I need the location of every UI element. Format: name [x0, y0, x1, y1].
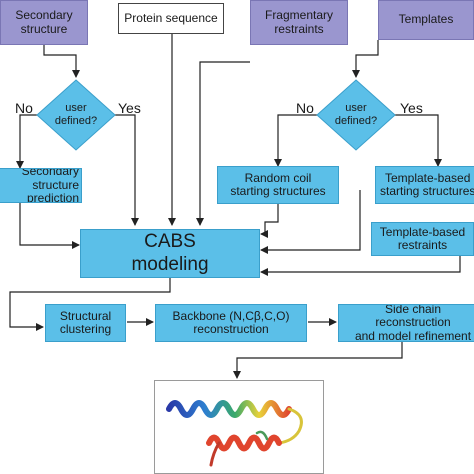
protein-sequence-box: Protein sequence: [118, 3, 224, 34]
edge-sidechain-to-model: [233, 342, 403, 379]
decision-left-label: user defined?: [54, 102, 98, 127]
ss-prediction-box: Secondary structure prediction: [0, 168, 82, 203]
random-coil-box: Random coil starting structures: [217, 166, 339, 204]
decision-right-yes-label: Yes: [400, 100, 423, 116]
decision-right-no-label: No: [296, 100, 314, 116]
secondary-structure-box: Secondary structure: [0, 0, 88, 45]
cabs-modeling-box: CABS modeling: [80, 229, 260, 278]
edge-right-yes: [395, 114, 442, 167]
edge-templates-to-decision: [352, 40, 379, 78]
templates-box: Templates: [378, 0, 474, 40]
edge-cabs-to-clustering: [9, 278, 171, 331]
edge-fragmentary-to-cabs: [196, 61, 250, 226]
protein-model-image: [154, 380, 324, 474]
edge-left-no: [16, 114, 37, 169]
helix-model-icon: [166, 400, 303, 467]
edge-templaterestraints-to-cabs: [260, 256, 461, 276]
edge-templatestart-to-cabs: [260, 190, 361, 254]
edge-randomcoil-to-cabs: [260, 204, 279, 238]
template-based-restraints-box: Template-based restraints: [371, 222, 474, 256]
decision-diamond-right: [316, 79, 396, 151]
edge-ssprediction-to-cabs: [19, 203, 80, 249]
edge-secondary-to-decision: [43, 45, 80, 78]
edge-right-no: [274, 114, 317, 167]
backbone-reconstruction-box: Backbone (N,Cβ,C,O) reconstruction: [155, 304, 307, 342]
fragmentary-restraints-box: Fragmentary restraints: [250, 0, 348, 45]
template-based-starting-box: Template-based starting structures: [375, 166, 474, 204]
decision-right-label: user defined?: [334, 102, 378, 127]
edge-left-yes: [115, 114, 139, 226]
decision-left-no-label: No: [15, 100, 33, 116]
decision-left-yes-label: Yes: [118, 100, 141, 116]
decision-diamond-left: [36, 79, 116, 151]
structural-clustering-box: Structural clustering: [45, 304, 126, 342]
side-chain-reconstruction-box: Side chain reconstruction and model refi…: [338, 304, 474, 342]
